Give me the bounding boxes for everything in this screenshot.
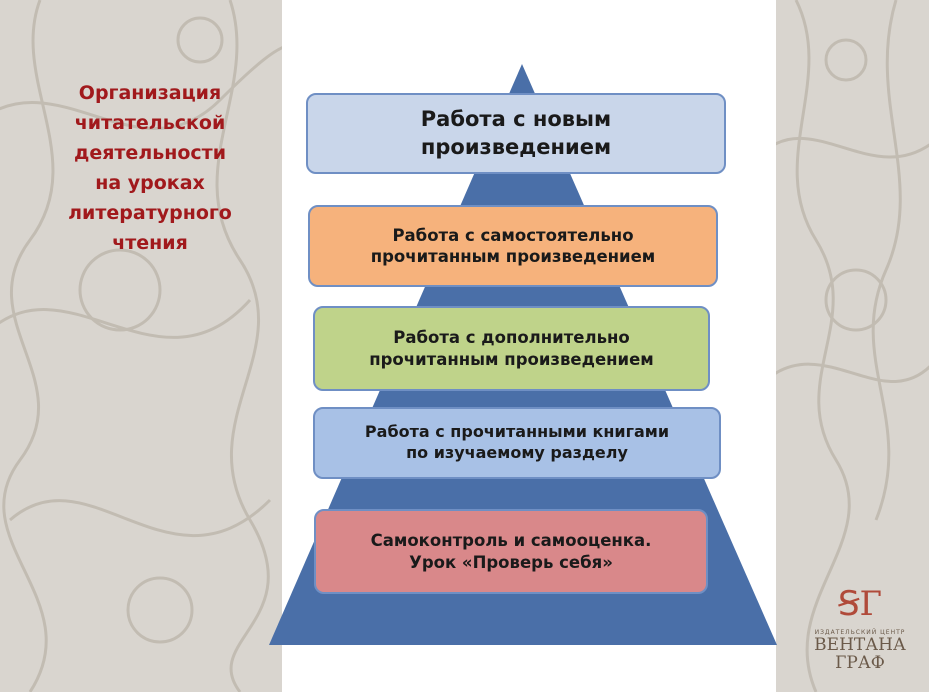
ornament-pattern-left [0,0,282,692]
side-title: Организация читательской деятельности на… [68,82,232,254]
logo-caption: ИЗДАТЕЛЬСКИЙ ЦЕНТР [814,629,906,636]
ornament-right [776,0,929,692]
publisher-logo: ꞨГ ИЗДАТЕЛЬСКИЙ ЦЕНТР ВЕНТАНА ГРАФ [800,585,920,685]
logo-mark: ꞨГ [837,584,883,624]
tier-self-control: Самоконтроль и самооценка. Урок «Проверь… [314,509,708,594]
tier-new-work: Работа с новым произведением [306,93,726,174]
logo-name-line2: ГРАФ [835,653,885,673]
ornament-left: Организация читательской деятельности на… [0,0,282,692]
ornament-pattern-right [776,0,929,692]
tier-independent-reading: Работа с самостоятельно прочитанным прои… [308,205,718,287]
tier-additional-reading: Работа с дополнительно прочитанным произ… [313,306,710,391]
tier-books-by-section: Работа с прочитанными книгами по изучаем… [313,407,721,479]
logo-name-line1: ВЕНТАНА [814,635,906,655]
